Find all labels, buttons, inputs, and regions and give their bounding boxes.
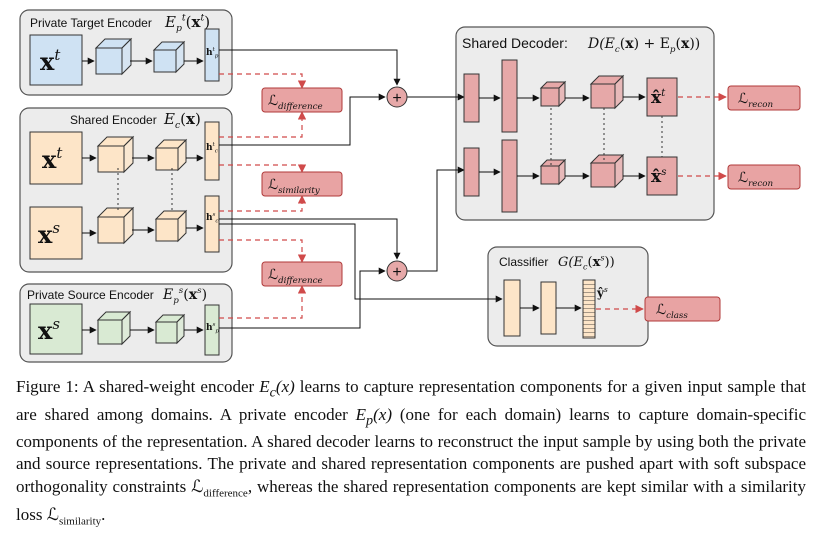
sum-node-top: +	[386, 86, 408, 108]
loss-similarity: ℒsimilarity	[261, 171, 343, 197]
code-hps: hsp	[204, 304, 220, 356]
cube-shared-target-1	[96, 135, 135, 174]
input-xt-private: xt	[29, 34, 83, 86]
classifier-output-yhat-label: ŷs	[596, 285, 608, 300]
shared-encoder-title: Shared Encoder	[70, 113, 157, 127]
input-xt-private-label: xt	[40, 46, 60, 76]
loss-recon-bottom-label: ℒrecon	[738, 170, 773, 189]
caption-math-4: ℒsimilarity	[46, 505, 102, 528]
main-connections	[219, 49, 503, 329]
decoder-output-xhat-t: x̂t	[646, 77, 678, 117]
cube-target-private-1	[94, 37, 133, 76]
caption-text-5: .	[101, 505, 106, 525]
cube-shared-source-1	[96, 206, 135, 245]
decoder-output-xhat-s-label: x̂s	[651, 166, 667, 187]
shared-encoder-math: Ec(x)	[163, 110, 201, 131]
loss-difference-bottom-label: ℒdifference	[268, 267, 323, 286]
figure-caption: Figure 1: A shared-weight encoder Ec(x) …	[16, 376, 806, 533]
input-xs-private: xs	[29, 303, 83, 355]
shared-decoder-title: Shared Decoder:	[462, 35, 568, 51]
code-hcs: hsc	[204, 195, 220, 253]
classifier-bar-2	[540, 281, 557, 335]
caption-math-3: ℒdifference	[191, 476, 248, 499]
decoder-cube-2-top	[589, 74, 625, 110]
code-hct: htc	[204, 121, 220, 181]
caption-text-4: , whereas the shared representation comp…	[16, 476, 806, 525]
cube-private-source-2	[154, 313, 186, 345]
caption-math-1: Ec(x)	[259, 377, 295, 401]
private-target-encoder-math: Ept(xt)	[164, 13, 210, 35]
decoder-bar-1-top	[463, 73, 480, 123]
loss-class: ℒclass	[644, 296, 721, 322]
code-hps-label: hsp	[206, 322, 219, 334]
loss-difference-top-label: ℒdifference	[268, 93, 323, 112]
decoder-bar-2-bottom	[501, 139, 518, 213]
private-source-encoder-title: Private Source Encoder	[27, 288, 154, 302]
caption-text-1: A shared-weight encoder	[78, 377, 260, 396]
decoder-bar-2-top	[501, 59, 518, 133]
caption-text-2: learns to capture representation compone…	[16, 377, 806, 424]
caption-text-3: (one for each domain) learns to capture …	[16, 404, 806, 496]
code-hpt-label: htp	[206, 47, 219, 59]
code-hpt: htp	[204, 28, 220, 82]
code-hct-label: htc	[206, 142, 219, 154]
sum-node-top-symbol: +	[392, 90, 401, 107]
encoder-arrows	[82, 57, 204, 334]
shared-decoder-math: D(Ec(x) + Ep(x))	[587, 36, 700, 55]
classifier-output-yhat: ŷs	[582, 279, 608, 339]
classifier-bar-1	[503, 279, 521, 337]
loss-recon-top: ℒrecon	[727, 85, 801, 111]
loss-difference-top: ℒdifference	[261, 87, 343, 113]
loss-connectors	[219, 73, 727, 319]
classifier-panel: Classifier G(Ec(xs))	[487, 246, 649, 347]
classifier-math: G(Ec(xs))	[558, 253, 615, 272]
decoder-output-xhat-s: x̂s	[646, 156, 678, 196]
loss-class-label: ℒclass	[656, 302, 688, 321]
input-xt-shared-label: xt	[42, 144, 62, 174]
loss-recon-top-label: ℒrecon	[738, 91, 773, 110]
cube-target-private-2	[152, 40, 186, 74]
input-xs-shared: xs	[29, 206, 83, 260]
input-xs-shared-label: xs	[38, 219, 60, 249]
classifier-title: Classifier	[499, 255, 548, 269]
decoder-bar-1-bottom	[463, 147, 480, 197]
cube-shared-source-2	[154, 209, 188, 243]
decoder-cube-1-top	[539, 80, 567, 108]
code-hcs-label: hsc	[206, 212, 219, 224]
loss-similarity-label: ℒsimilarity	[268, 177, 320, 196]
input-xs-private-label: xs	[38, 315, 60, 345]
loss-recon-bottom: ℒrecon	[727, 164, 801, 190]
private-target-encoder-title: Private Target Encoder	[30, 16, 152, 30]
decoder-cube-2-bottom	[589, 153, 625, 189]
cube-shared-target-2	[154, 138, 188, 172]
dsn-architecture-diagram: Private Target Encoder Ept(xt) Shared En…	[19, 9, 801, 363]
sum-node-bottom-symbol: +	[392, 264, 401, 281]
caption-math-2: Ep(x)	[355, 404, 392, 428]
loss-difference-bottom: ℒdifference	[261, 261, 343, 287]
decoder-cube-1-bottom	[539, 158, 567, 186]
decoder-arrows	[479, 93, 646, 180]
decoder-output-xhat-t-label: x̂t	[651, 87, 666, 108]
private-source-encoder-math: Eps(xs)	[162, 286, 207, 306]
cube-private-source-1	[96, 310, 132, 346]
caption-label: Figure 1:	[16, 377, 79, 396]
sum-node-bottom: +	[386, 260, 408, 282]
input-xt-shared: xt	[29, 131, 83, 185]
